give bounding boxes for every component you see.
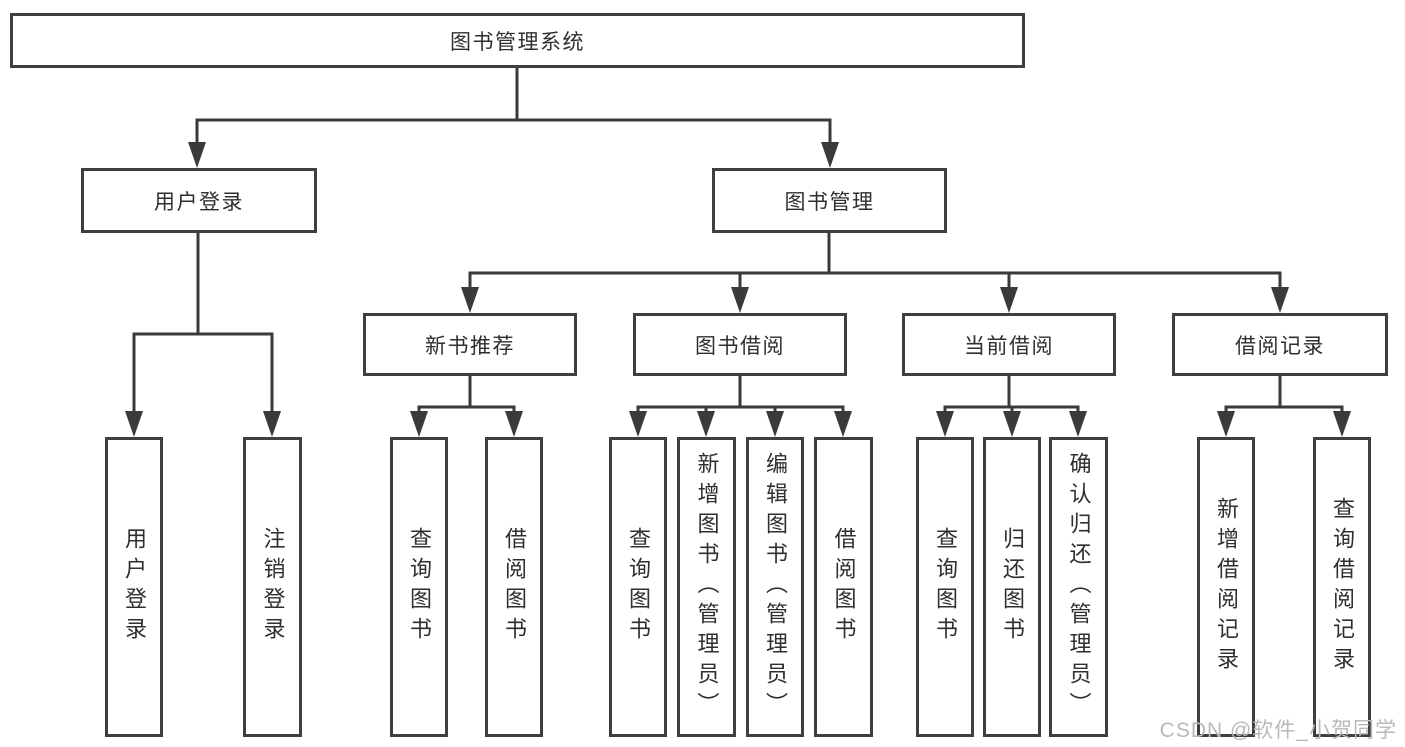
node-borrowing-records: 借阅记录 (1172, 313, 1388, 376)
node-add-books-admin: 新增图书（管理员） (677, 437, 736, 737)
node-add-borrow-record: 新增借阅记录 (1197, 437, 1255, 737)
node-query-borrow-record: 查询借阅记录 (1313, 437, 1371, 737)
node-root: 图书管理系统 (10, 13, 1025, 68)
node-borrow-books-under-recommend: 借阅图书 (485, 437, 543, 737)
node-book-borrowing: 图书借阅 (633, 313, 847, 376)
node-confirm-return-admin: 确认归还（管理员） (1049, 437, 1108, 737)
node-query-books-under-borrowing: 查询图书 (609, 437, 667, 737)
node-current-borrowing: 当前借阅 (902, 313, 1116, 376)
node-edit-books-admin: 编辑图书（管理员） (746, 437, 804, 737)
node-user-login: 用户登录 (81, 168, 317, 233)
node-logout-leaf: 注销登录 (243, 437, 302, 737)
node-new-book-recommend: 新书推荐 (363, 313, 577, 376)
node-return-books: 归还图书 (983, 437, 1041, 737)
watermark: CSDN @软件_小贺同学 (1159, 719, 1397, 742)
node-query-books-under-current: 查询图书 (916, 437, 974, 737)
node-book-management: 图书管理 (712, 168, 947, 233)
node-borrow-books-under-borrowing: 借阅图书 (814, 437, 873, 737)
node-user-login-leaf: 用户登录 (105, 437, 163, 737)
node-query-books-under-recommend: 查询图书 (390, 437, 448, 737)
